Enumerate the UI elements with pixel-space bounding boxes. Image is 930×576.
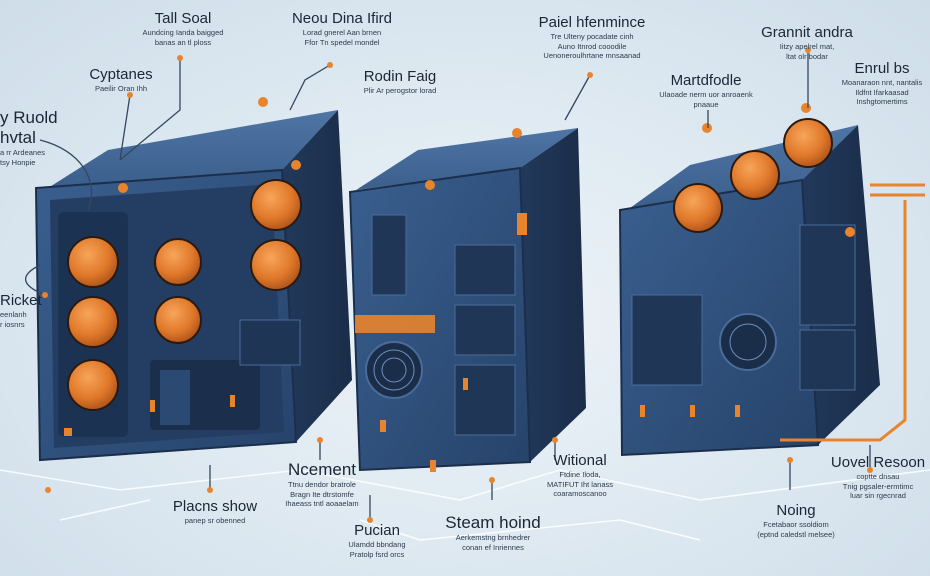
- callout-text: Ulaoade nerm uor anroaenk: [659, 90, 753, 99]
- callout-title: Ncement: [287, 460, 357, 479]
- callout-steam-hoind: Steam hoind Aerkemstng brnhedrer conan e…: [430, 513, 556, 552]
- callout-text: (eptnd caledstl melsee): [757, 529, 835, 539]
- callout-title: Pucian: [354, 522, 400, 539]
- callout-text: Iitzy apelrel mat,: [779, 42, 835, 51]
- callout-ricket: Ricket eenlanh r iosnrs: [0, 292, 48, 329]
- callout-tail-soal: Tall Soal Aundcing Ianda baigged banas a…: [128, 10, 238, 47]
- callout-title: Witional: [553, 452, 607, 469]
- callout-text: Pratolp fsrd orcs: [349, 549, 405, 559]
- callout-text: eenlanh: [0, 310, 27, 319]
- callout-grannit-andra: Grannit andra Iitzy apelrel mat, ltat ol…: [752, 24, 862, 61]
- callout-title: Uovel Resoon: [830, 454, 926, 471]
- callout-ncement: Ncement Ttnu dendor bratrole Bragn Ite d…: [262, 460, 382, 509]
- callout-title: Noing: [776, 502, 816, 519]
- callout-text: Paeilir Oran Ihh: [94, 84, 148, 93]
- callout-title: Steam hoind: [445, 513, 541, 532]
- callout-text: Ttnu dendor bratrole: [288, 480, 356, 489]
- callout-text: pnaaue: [693, 99, 719, 109]
- callout-text: Ulamdd bbndang: [348, 540, 406, 549]
- callout-title: Martdfodle: [670, 72, 742, 89]
- callout-text: Bragn Ite dtrstomfe: [290, 489, 354, 499]
- callout-text: Uenoneroulhrtane mnsaanad: [543, 51, 641, 60]
- callout-title: Cyptanes: [89, 66, 153, 83]
- callout-martdfodle: Martdfodle Ulaoade nerm uor anroaenk pna…: [650, 72, 762, 109]
- callout-text: banas an tl ploss: [154, 37, 212, 47]
- callout-text: coptte dnsau: [856, 472, 900, 481]
- callout-text: Ftdine Iloda,: [559, 470, 601, 479]
- callout-text: Aundcing Ianda baigged: [142, 28, 224, 37]
- server-unit-left: [34, 97, 352, 462]
- callout-text: Inshgtomertims: [856, 97, 908, 106]
- callout-text: Lorad gnerel Aan brnen: [302, 28, 382, 37]
- callout-uovel-resoon: Uovel Resoon coptte dnsau Tnig pgsaler-e…: [828, 454, 928, 501]
- callout-text: luar sin rgecnrad: [850, 491, 906, 500]
- callout-text: r iosnrs: [0, 319, 25, 329]
- callout-title: Paiel hfenmince: [538, 14, 646, 31]
- callout-text: Aerkemstng brnhedrer: [455, 533, 531, 542]
- callout-paiel: Paiel hfenmince Tre Ulteny pocadate cinh…: [528, 14, 656, 61]
- callout-text: tsy Honpie: [0, 157, 36, 167]
- callout-text: coaramoscanoo: [553, 489, 607, 498]
- callout-text: Tnig pgsaler-ermtimc: [842, 481, 914, 491]
- callout-pucian: Pucian Ulamdd bbndang Pratolp fsrd orcs: [332, 522, 422, 559]
- callout-noing: Noing Fcetabaor ssoldiom (eptnd caledstl…: [736, 502, 856, 539]
- callout-text: ltat olr bodar: [786, 51, 828, 61]
- callout-fluid-hvital: y Ruold hvtal a rr Ardeanes tsy Honpie: [0, 108, 60, 167]
- fan-icon: [365, 341, 423, 399]
- callout-text: Ffor Tn spedel mondel: [304, 37, 380, 47]
- callout-enrul-bs: Enrul bs Moanaraon nnt, nantalis Ildfnt …: [836, 60, 928, 107]
- callout-text: Ihaeass tntl aoaaelam: [285, 499, 359, 508]
- callout-text: Ildfnt Ifarkaasad: [855, 87, 909, 97]
- callout-text: Moanaraon nnt, nantalis: [841, 78, 923, 87]
- server-unit-middle: [348, 128, 586, 472]
- callout-leaders: [24, 50, 871, 520]
- fan-icon: [673, 118, 833, 371]
- callout-text: conan ef Inriennes: [462, 542, 524, 552]
- callout-dots: [42, 47, 873, 523]
- callout-title: Tall Soal: [154, 10, 212, 27]
- callout-text: a rr Ardeanes: [0, 148, 46, 157]
- callout-title: Enrul bs: [854, 60, 910, 77]
- callout-text: MATIFUT Iht lanass: [547, 479, 613, 489]
- callout-text: Fcetabaor ssoldiom: [763, 520, 829, 529]
- callout-rodin-faig: Rodin Faig Plir Ar perogstor lorad: [355, 68, 445, 96]
- fan-icon: [67, 179, 302, 411]
- callout-witional: Witional Ftdine Iloda, MATIFUT Iht lanas…: [530, 452, 630, 499]
- callout-title: Rodin Faig: [363, 68, 437, 85]
- callout-title: Neou Dina Ifird: [291, 10, 393, 27]
- callout-placns-show: Placns show panep sr obenned: [160, 498, 270, 526]
- callout-neou-dina: Neou Dina Ifird Lorad gnerel Aan brnen F…: [282, 10, 402, 47]
- callout-cyptanes: Cyptanes Paeilir Oran Ihh: [76, 66, 166, 94]
- callout-title: Ricket: [0, 292, 42, 309]
- callout-title: Placns show: [172, 498, 258, 515]
- callout-text: Tre Ulteny pocadate cinh: [550, 32, 634, 41]
- callout-text: Plir Ar perogstor lorad: [363, 86, 437, 95]
- callout-text: Auno Itnrod cooodile: [557, 41, 627, 51]
- server-unit-right: [618, 103, 925, 457]
- floor-guides: [0, 469, 930, 541]
- callout-title: Grannit andra: [761, 24, 853, 41]
- callout-text: panep sr obenned: [184, 516, 246, 525]
- callout-title: y Ruold hvtal: [0, 108, 58, 147]
